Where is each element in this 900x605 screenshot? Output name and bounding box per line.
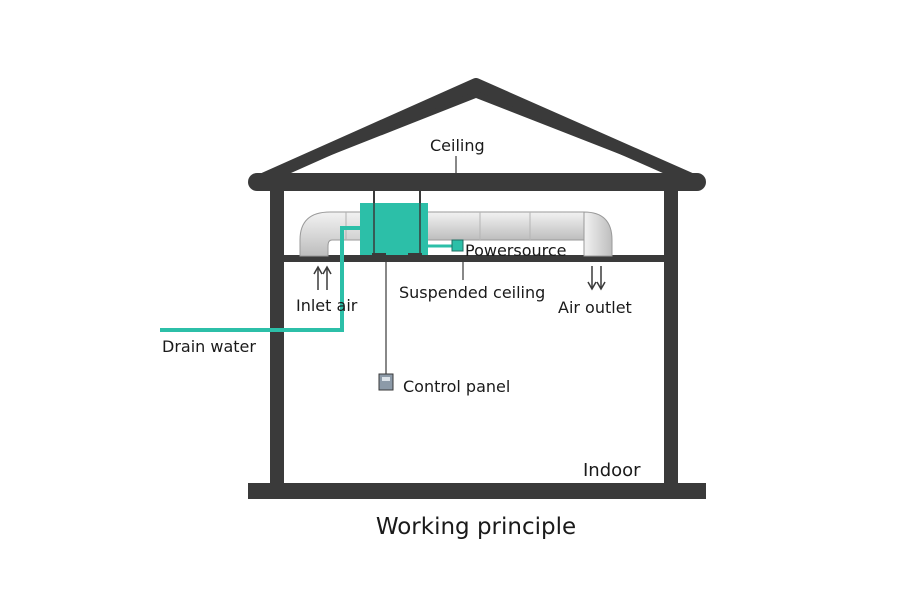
left-wall	[270, 190, 284, 490]
control-panel-screen	[382, 377, 390, 381]
power-source-label: Powersource	[465, 241, 567, 260]
right-wall	[664, 190, 678, 490]
unit-foot	[408, 253, 422, 258]
floor	[248, 483, 706, 499]
roof	[248, 78, 706, 180]
suspended-ceiling-label: Suspended ceiling	[399, 283, 545, 302]
outlet-arrows	[587, 266, 606, 291]
inlet-duct	[299, 211, 363, 257]
inlet-air-label: Inlet air	[296, 296, 358, 315]
roof-outline	[250, 78, 704, 188]
ceiling-beam	[248, 173, 706, 191]
unit-foot	[372, 253, 386, 258]
inlet-arrows	[313, 265, 332, 290]
control-panel	[378, 373, 394, 391]
outlet-duct	[423, 211, 585, 241]
drain-pipe	[160, 226, 360, 332]
dehumidifier-unit	[360, 203, 428, 255]
diagram-caption: Working principle	[376, 514, 576, 540]
control-panel-label: Control panel	[403, 377, 510, 396]
outlet-elbow	[583, 211, 613, 257]
air-outlet-label: Air outlet	[558, 298, 632, 317]
drain-water-label: Drain water	[162, 337, 256, 356]
power-source-box	[451, 239, 464, 252]
indoor-label: Indoor	[583, 460, 641, 481]
ceiling-label: Ceiling	[430, 136, 485, 155]
suspended-ceiling	[284, 255, 664, 262]
